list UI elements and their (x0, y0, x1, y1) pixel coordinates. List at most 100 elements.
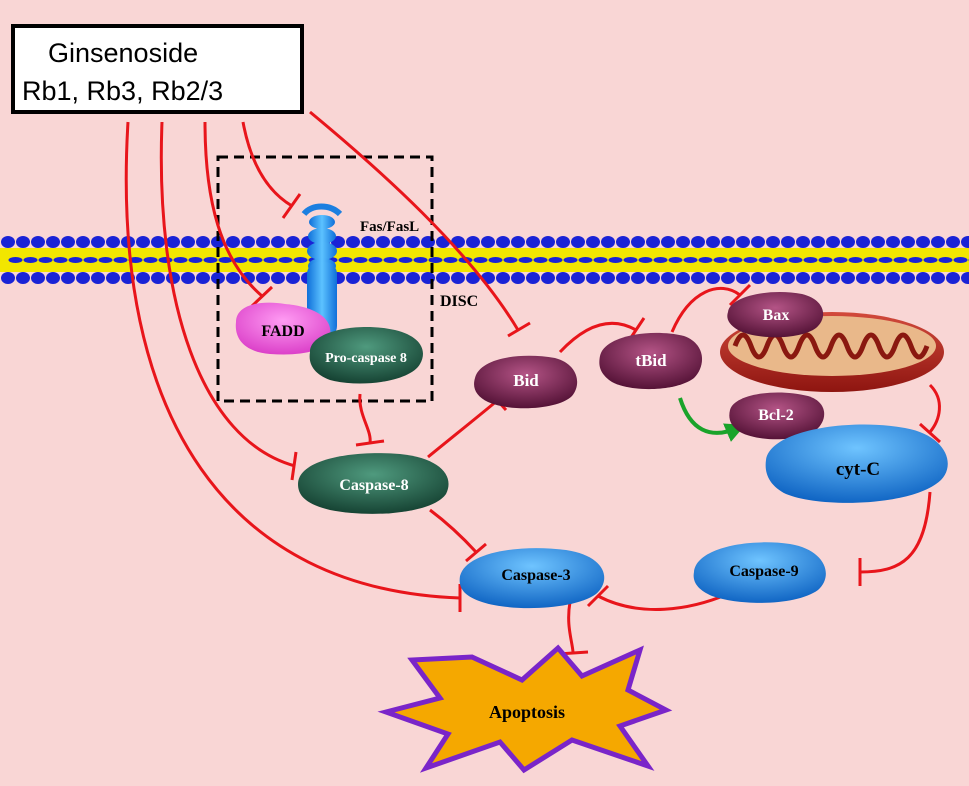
lipid-head (931, 236, 945, 248)
casp3-to-apoptosis-line (567, 601, 575, 653)
lipid-head (398, 257, 413, 263)
lipid-head (278, 257, 293, 263)
lipid-head (961, 236, 969, 248)
lipid-head (256, 272, 270, 284)
apoptosis-label: Apoptosis (489, 702, 565, 722)
lipid-head (953, 257, 968, 263)
lipid-head (668, 257, 683, 263)
lipid-head (706, 236, 720, 248)
cytc-to-casp9-line (859, 491, 932, 574)
lipid-head (181, 236, 195, 248)
lipid-head (796, 236, 810, 248)
lipid-head (158, 257, 173, 263)
lipid-head (706, 272, 720, 284)
lipid-head (946, 272, 960, 284)
ginsenoside-box (11, 24, 304, 114)
inhibit-casp3-line (124, 121, 461, 600)
lipid-head (601, 272, 615, 284)
lipid-head (796, 272, 810, 284)
lipid-head (428, 257, 443, 263)
lipid-head (361, 236, 375, 248)
lipid-head (406, 272, 420, 284)
caspase8-shape (298, 453, 449, 514)
inhibit-casp8-bar (290, 451, 298, 481)
apoptosis-burst (377, 644, 673, 774)
inhibit-bid-bar (507, 321, 531, 338)
lipid-head (473, 257, 488, 263)
lipid-head (481, 236, 495, 248)
lipid-head (413, 257, 428, 263)
lipid-head (466, 272, 480, 284)
lipid-head (901, 236, 915, 248)
inhibit-fadd-line (203, 121, 263, 298)
lipid-head (751, 272, 765, 284)
bid-to-tbid-line (558, 321, 637, 354)
disc-label: DISC (440, 293, 478, 310)
lipid-head (98, 257, 113, 263)
lipid-head (466, 236, 480, 248)
lipid-head (181, 272, 195, 284)
procaspase8-shape (309, 326, 423, 384)
lipid-head (406, 236, 420, 248)
lipid-head (361, 272, 375, 284)
bcl2-label: Bcl-2 (758, 407, 794, 424)
lipid-head (653, 257, 668, 263)
lipid-head (518, 257, 533, 263)
lipid-head (586, 272, 600, 284)
caspase3-label: Caspase-3 (501, 567, 570, 584)
lipid-head (46, 272, 60, 284)
lipid-head (503, 257, 518, 263)
lipid-head (16, 236, 30, 248)
lipid-head (691, 236, 705, 248)
casp8-to-casp3-line (429, 508, 478, 554)
fas-label: Fas/FasL (360, 219, 419, 235)
lipid-head (143, 257, 158, 263)
lipid-head (863, 257, 878, 263)
lipid-head (691, 272, 705, 284)
lipid-head (946, 236, 960, 248)
cytc-shape (765, 424, 948, 503)
tbid-to-bax-bar (728, 283, 752, 307)
lipid-head (781, 272, 795, 284)
lipid-head (511, 272, 525, 284)
lipid-head (848, 257, 863, 263)
lipid-head (923, 257, 938, 263)
fadd-label: FADD (261, 323, 304, 340)
lipid-head (916, 272, 930, 284)
lipid-head (61, 236, 75, 248)
bax-shape (727, 292, 824, 338)
bid-label: Bid (513, 371, 539, 390)
lipid-head (841, 236, 855, 248)
lipid-head (16, 272, 30, 284)
lipid-head (931, 272, 945, 284)
lipid-head (113, 257, 128, 263)
lipid-head (593, 257, 608, 263)
lipid-head (901, 272, 915, 284)
lipid-head (241, 236, 255, 248)
lipid-head (916, 236, 930, 248)
lipid-head (436, 272, 450, 284)
lipid-head (811, 236, 825, 248)
casp8-to-bid-line (427, 398, 499, 459)
lipid-head (106, 236, 120, 248)
lipid-head (803, 257, 818, 263)
ginsenoside-subtypes: Rb1, Rb3, Rb2/3 (22, 76, 223, 106)
lipid-head (263, 257, 278, 263)
fadd-shape (235, 302, 331, 355)
lipid-head (713, 257, 728, 263)
lipid-head (76, 236, 90, 248)
caspase9-shape (693, 542, 826, 603)
lipid-head (841, 272, 855, 284)
lipid-head (698, 257, 713, 263)
lipid-head (488, 257, 503, 263)
lipid-head (683, 257, 698, 263)
lipid-head (728, 257, 743, 263)
lipid-head (586, 236, 600, 248)
bid-shape (474, 355, 578, 409)
lipid-head (151, 236, 165, 248)
lipid-head (443, 257, 458, 263)
lipid-head (908, 257, 923, 263)
lipid-head (811, 272, 825, 284)
lipid-head (368, 257, 383, 263)
inhibit-fas-bar (281, 193, 302, 219)
